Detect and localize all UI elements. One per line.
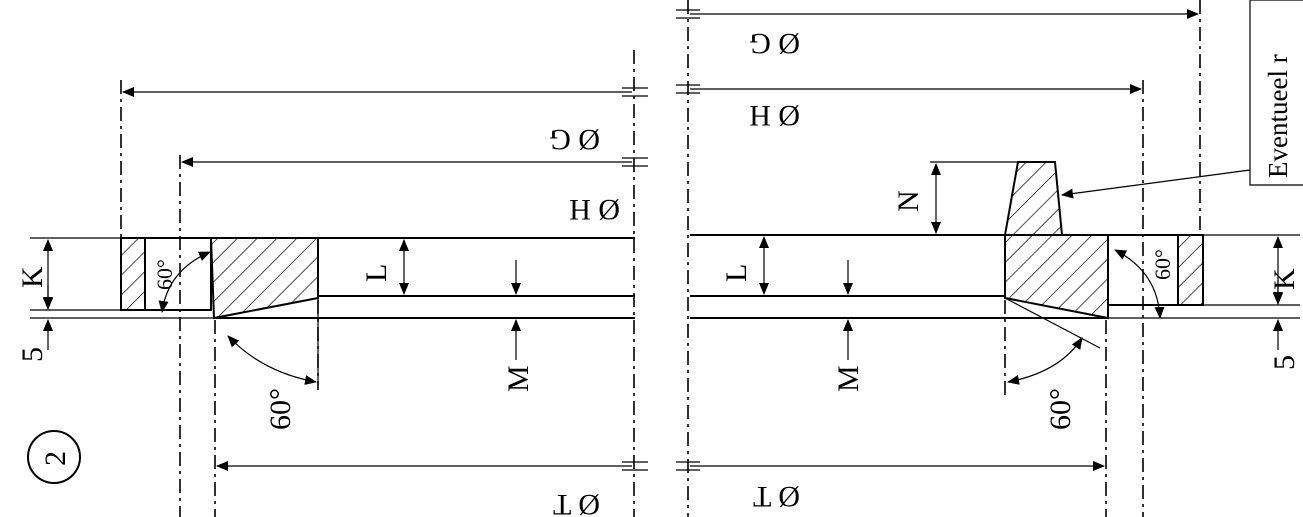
label-m-right: M <box>832 365 865 392</box>
label-angle-chamfer-left: 60° <box>264 388 297 430</box>
left-flange-section <box>30 50 648 517</box>
left-bolt-ring-section <box>120 237 146 311</box>
label-angle-bolt-left: 60° <box>152 259 177 290</box>
label-five-left: 5 <box>16 347 49 362</box>
label-k-right: K <box>1268 268 1301 290</box>
detail-number-badge: 2 <box>27 430 81 484</box>
label-dia-t-right: Ø T <box>753 480 800 513</box>
label-k-left: K <box>16 266 49 288</box>
label-five-right: 5 <box>1268 355 1301 370</box>
label-dia-h-right: Ø H <box>749 99 800 132</box>
label-angle-chamfer-right: 60° <box>1044 388 1077 430</box>
right-bolt-ring-section <box>1177 234 1204 306</box>
right-flange-section <box>676 0 1303 517</box>
label-dia-g-left: Ø G <box>549 123 600 156</box>
label-l-left: L <box>360 264 393 282</box>
detail-number-text: 2 <box>39 451 72 466</box>
label-angle-bolt-right: 60° <box>1150 249 1175 280</box>
right-hub-neck <box>1003 161 1064 236</box>
label-n: N <box>892 190 925 212</box>
label-dia-g-right: Ø G <box>749 27 800 60</box>
left-flange-body <box>209 237 319 320</box>
label-m-left: M <box>502 365 535 392</box>
label-dia-t-left: Ø T <box>553 488 600 517</box>
note-text: Eventueel r <box>1263 54 1293 178</box>
label-l-right: L <box>720 264 753 282</box>
label-dia-h-left: Ø H <box>569 193 620 226</box>
